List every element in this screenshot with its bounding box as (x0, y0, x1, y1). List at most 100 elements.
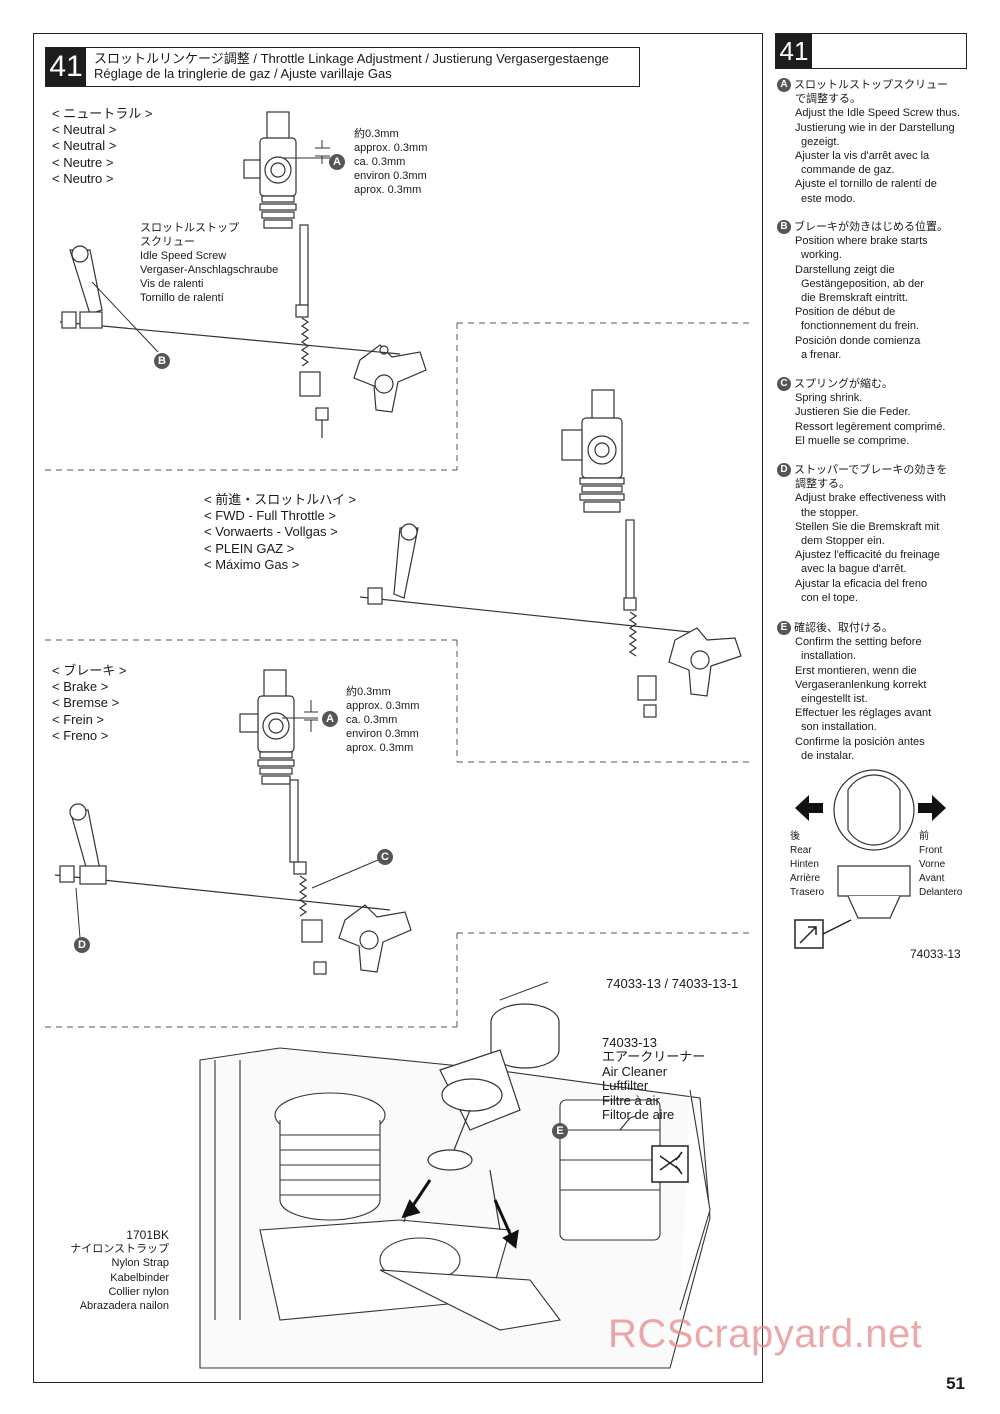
instruction-line: Effectuer les réglages avant (795, 707, 932, 720)
linkage-full-throttle (359, 523, 691, 633)
step-number: 41 (46, 48, 86, 86)
instruction-heading: ブレーキが効きはじめる位置。 (794, 221, 948, 233)
nylon-strap-en: Nylon Strap (111, 1257, 169, 1270)
full-throttle-label-fr: < PLEIN GAZ > (204, 540, 295, 556)
neutral-label-es: < Neutro > (52, 170, 114, 186)
badge-d: D (74, 937, 90, 953)
gap-marker-brake (282, 700, 318, 732)
carburetor-full-throttle (561, 389, 657, 718)
instruction-line: gezeigt. (801, 135, 840, 148)
badge-a-neutral: A (329, 154, 345, 170)
side-step-number: 41 (776, 34, 812, 68)
instruction-line: de instalar. (801, 749, 855, 762)
gap-marker-neutral (284, 140, 330, 164)
filter-part-number: 74033-13 / 74033-13-1 (606, 976, 739, 991)
instruction-line: Adjust brake effectiveness with (795, 492, 946, 505)
install-arrows (401, 1179, 519, 1249)
instruction-letter-badge: B (777, 220, 791, 234)
air-cleaner-es: Filtor de aire (602, 1107, 675, 1123)
instruction-line: dem Stopper ein. (801, 535, 885, 548)
instruction-line: Ajuste el tornillo de ralentí de (795, 178, 937, 191)
instruction-line: Ajuster la vis d'arrêt avec la (795, 150, 930, 163)
brake-gap-es: aprox. 0.3mm (346, 742, 414, 754)
neutral-gap-text: 約0.3mm approx. 0.3mm ca. 0.3mm environ 0… (354, 127, 427, 197)
instruction-line: the stopper. (801, 506, 859, 519)
nylon-strap-fr: Collier nylon (108, 1285, 169, 1298)
instruction-line: Posición donde comienza (795, 334, 921, 347)
front-es: Delantero (919, 887, 963, 898)
brake-label-es: < Freno > (52, 727, 109, 743)
instruction-line: Justierung wie in der Darstellung (795, 121, 955, 134)
rear-ja: 後 (790, 831, 800, 842)
front-en: Front (919, 845, 943, 856)
side-part-number: 74033-13 (910, 947, 961, 961)
step-title-line2: Réglage de la tringlerie de gaz / Ajuste… (94, 66, 392, 81)
direction-arrows (795, 795, 946, 821)
servo-horn-brake (338, 904, 412, 973)
instruction-line: Confirme la posición antes (795, 735, 925, 748)
instruction-heading: 確認後、取付ける。 (794, 622, 893, 634)
front-ja: 前 (919, 831, 929, 842)
instruction-line: fonctionnement du frein. (801, 320, 920, 333)
rear-de: Hinten (790, 859, 819, 870)
front-label: 前 Front Vorne Avant Delantero (919, 830, 962, 900)
instruction-line: commande de gaz. (801, 164, 895, 177)
instruction-line: Ressort legèrement comprimé. (795, 420, 946, 433)
gap-de: ca. 0.3mm (354, 156, 406, 168)
instruction-line: este modo. (801, 192, 856, 205)
instruction-letter-badge: C (777, 377, 791, 391)
brake-label-de: < Bremse > (52, 695, 120, 711)
rear-label: 後 Rear Hinten Arrière Trasero (790, 830, 824, 900)
instruction-letter-badge: D (777, 463, 791, 477)
nylon-strap-es: Abrazadera nailon (79, 1300, 169, 1313)
rear-fr: Arrière (790, 873, 821, 884)
servo-horn-neutral (353, 344, 427, 413)
linkage-neutral (59, 245, 401, 355)
brake-gap-en: approx. 0.3mm (346, 700, 420, 712)
neutral-label-fr: < Neutre > (52, 154, 114, 170)
step-title-line1: スロットルリンケージ調整 / Throttle Linkage Adjustme… (94, 51, 609, 66)
instruction-line: Spring shrink. (795, 392, 863, 405)
brake-label-fr: < Frein > (52, 711, 105, 727)
full-throttle-label-ja: < 前進・スロットルハイ > (204, 492, 357, 507)
idle-screw-es: Tornillo de ralentí (140, 292, 224, 304)
instruction-line: eingestellt ist. (801, 693, 868, 706)
brake-label-en: < Brake > (52, 679, 109, 695)
side-step-header: 41 (775, 33, 967, 69)
instruction-line: Justieren Sie die Feder. (795, 406, 911, 419)
instruction-line: a frenar. (801, 348, 842, 361)
rear-en: Rear (790, 845, 812, 856)
brake-labels: < ブレーキ > < Brake > < Bremse > < Frein > … (52, 663, 126, 744)
instruction-line: son installation. (801, 721, 877, 734)
nylon-strap-ja: ナイロンストラップ (70, 1243, 169, 1256)
idle-screw-label: スロットルストップ スクリュー Idle Speed Screw Vergase… (140, 221, 278, 305)
instruction-line: Position de début de (795, 306, 896, 319)
linkage-brake (54, 803, 391, 911)
instruction-line: El muelle se comprime. (795, 434, 910, 447)
instruction-heading: スロットルストップスクリュー (794, 79, 948, 91)
nylon-strap-label: 1701BK ナイロンストラップ Nylon Strap Kabelbinder… (58, 1228, 169, 1313)
brake-gap-de: ca. 0.3mm (346, 714, 398, 726)
instruction-line: avec la bague d'arrêt. (801, 563, 907, 576)
instruction-line: con el tope. (801, 591, 858, 604)
gap-en: approx. 0.3mm (354, 142, 428, 154)
brake-gap-ja: 約0.3mm (346, 686, 391, 698)
full-throttle-label-es: < Máximo Gas > (204, 556, 300, 572)
air-cleaner-label: 74033-13 エアークリーナー Air Cleaner Luftfilter… (602, 1035, 705, 1123)
instruction-line: Adjust the Idle Speed Screw thus. (795, 107, 961, 120)
step-header: 41 スロットルリンケージ調整 / Throttle Linkage Adjus… (45, 47, 640, 87)
instruction-line: Stellen Sie die Bremskraft mit (795, 520, 940, 533)
instruction-line: installation. (801, 650, 857, 663)
instruction-heading: スプリングが縮む。 (794, 378, 893, 390)
idle-screw-ja1: スロットルストップ (140, 222, 239, 234)
gap-fr: environ 0.3mm (354, 170, 427, 182)
gap-es: aprox. 0.3mm (354, 184, 422, 196)
instruction-line: working. (801, 249, 842, 262)
idle-screw-ja2: スクリュー (140, 236, 195, 248)
brake-gap-fr: environ 0.3mm (346, 728, 419, 740)
cross-reference-icon (794, 919, 852, 949)
